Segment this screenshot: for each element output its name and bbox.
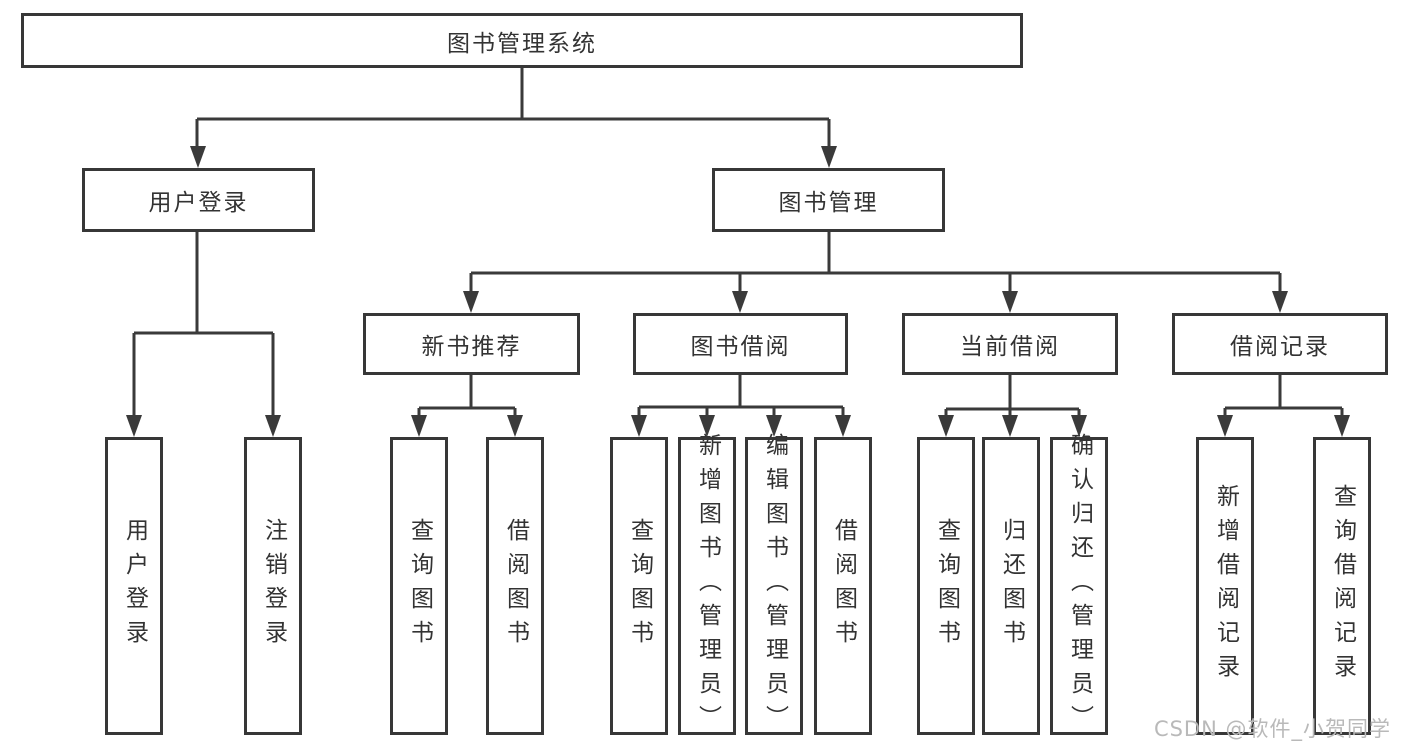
leaf-user-login: 用户登录	[105, 437, 163, 735]
node-borrow-records: 借阅记录	[1172, 313, 1388, 375]
leaf-current-confirm-return-admin: 确认归还（管理员）	[1050, 433, 1108, 739]
leaf-current-return-books-label: 归还图书	[998, 518, 1025, 654]
node-root: 图书管理系统	[21, 13, 1023, 68]
leaf-borrow-add-books-admin: 新增图书（管理员）	[678, 433, 736, 739]
leaf-current-confirm-return-admin-label: 确认归还（管理员）	[1066, 433, 1093, 739]
leaf-newbook-borrow-books: 借阅图书	[486, 437, 544, 735]
leaf-newbook-query-books-label: 查询图书	[406, 518, 433, 654]
leaf-borrow-borrow-books-label: 借阅图书	[830, 518, 857, 654]
node-new-book-recommend: 新书推荐	[363, 313, 580, 375]
leaf-records-add-record: 新增借阅记录	[1196, 437, 1254, 735]
node-user-login-label: 用户登录	[148, 190, 249, 216]
leaf-records-add-record-label: 新增借阅记录	[1212, 484, 1239, 688]
leaf-user-login-label: 用户登录	[121, 518, 148, 654]
leaf-newbook-query-books: 查询图书	[390, 437, 448, 735]
leaf-current-return-books: 归还图书	[982, 437, 1040, 735]
leaf-borrow-query-books: 查询图书	[610, 437, 668, 735]
leaf-newbook-borrow-books-label: 借阅图书	[502, 518, 529, 654]
node-book-borrow: 图书借阅	[633, 313, 848, 375]
node-book-management: 图书管理	[712, 168, 945, 232]
leaf-borrow-query-books-label: 查询图书	[626, 518, 653, 654]
node-book-management-label: 图书管理	[778, 190, 879, 216]
node-book-borrow-label: 图书借阅	[690, 334, 791, 360]
node-current-borrow: 当前借阅	[902, 313, 1118, 375]
leaf-borrow-borrow-books: 借阅图书	[814, 437, 872, 735]
node-current-borrow-label: 当前借阅	[960, 334, 1060, 360]
node-borrow-records-label: 借阅记录	[1230, 334, 1330, 360]
leaf-borrow-add-books-admin-label: 新增图书（管理员）	[694, 433, 721, 739]
leaf-borrow-edit-books-admin: 编辑图书（管理员）	[745, 433, 803, 739]
leaf-borrow-edit-books-admin-label: 编辑图书（管理员）	[761, 433, 788, 739]
leaf-current-query-books-label: 查询图书	[933, 518, 960, 654]
leaf-logout: 注销登录	[244, 437, 302, 735]
leaf-records-query-record-label: 查询借阅记录	[1329, 484, 1356, 688]
leaf-current-query-books: 查询图书	[917, 437, 975, 735]
leaf-records-query-record: 查询借阅记录	[1313, 437, 1371, 735]
leaf-logout-label: 注销登录	[260, 518, 287, 654]
node-new-book-recommend-label: 新书推荐	[421, 334, 522, 360]
node-root-label: 图书管理系统	[447, 30, 597, 57]
csdn-watermark: CSDN @软件_小贺同学	[1153, 717, 1391, 741]
node-user-login: 用户登录	[82, 168, 315, 232]
